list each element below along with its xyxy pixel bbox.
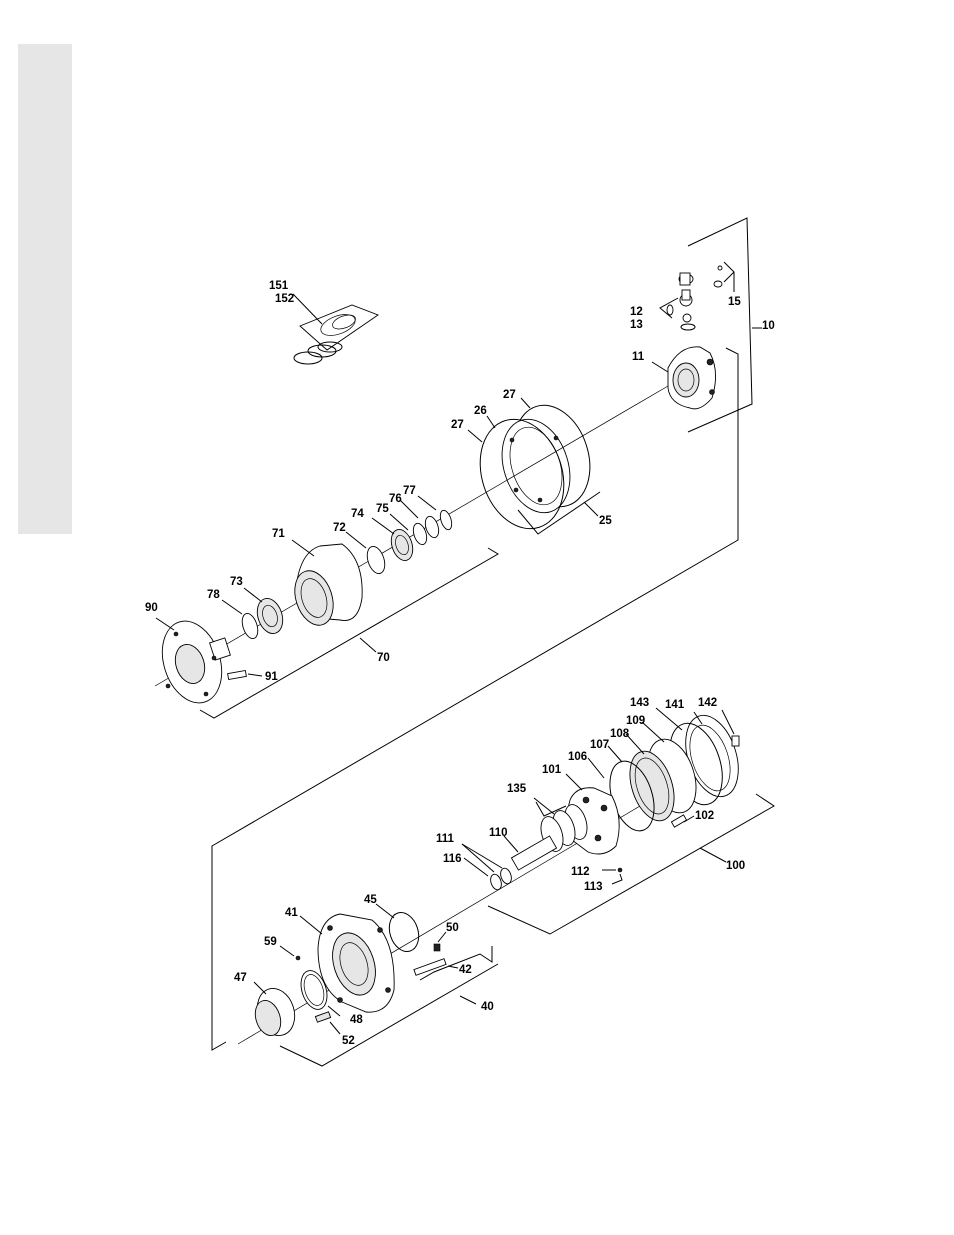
callout-13: 13 — [630, 319, 643, 331]
callout-70: 70 — [377, 652, 390, 664]
callout-151: 151 — [269, 280, 289, 292]
callout-75: 75 — [376, 503, 389, 515]
callout-113: 113 — [584, 881, 603, 893]
callout-74: 74 — [351, 508, 364, 520]
callout-27-top: 27 — [503, 389, 516, 401]
callout-101: 101 — [542, 764, 562, 776]
callout-77: 77 — [403, 485, 416, 497]
callout-26: 26 — [474, 405, 487, 417]
callout-47: 47 — [234, 972, 247, 984]
gasket-kit-151-152 — [293, 294, 378, 364]
callout-40: 40 — [481, 1001, 494, 1013]
callout-143: 143 — [630, 697, 649, 709]
callout-72: 72 — [333, 522, 346, 534]
callout-91: 91 — [265, 671, 278, 683]
callout-100: 100 — [726, 860, 745, 872]
callout-109: 109 — [626, 715, 645, 727]
callout-48: 48 — [350, 1014, 363, 1026]
callout-107: 107 — [590, 739, 609, 751]
callout-106: 106 — [568, 751, 587, 763]
callout-78: 78 — [207, 589, 220, 601]
callout-116: 116 — [443, 853, 462, 865]
callout-42: 42 — [459, 964, 472, 976]
callout-27-bottom: 27 — [451, 419, 464, 431]
callout-52: 52 — [342, 1035, 355, 1047]
callout-111: 111 — [436, 833, 455, 845]
callout-135: 135 — [507, 783, 527, 795]
callout-110: 110 — [489, 827, 508, 839]
housing-assembly-40 — [251, 904, 498, 1066]
valve-assembly-10 — [652, 218, 762, 432]
assembly-bracket-main — [212, 348, 738, 1050]
callout-45: 45 — [364, 894, 377, 906]
callout-71: 71 — [272, 528, 285, 540]
callout-11: 11 — [632, 351, 645, 363]
callout-10: 10 — [762, 320, 775, 332]
callout-12: 12 — [630, 306, 643, 318]
assembly-axis-upper — [155, 386, 668, 686]
ring-assembly-25 — [467, 395, 603, 539]
callout-112: 112 — [571, 866, 590, 878]
callout-73: 73 — [230, 576, 243, 588]
callout-15: 15 — [728, 296, 741, 308]
callout-102: 102 — [695, 810, 714, 822]
callout-141: 141 — [665, 699, 685, 711]
callout-90: 90 — [145, 602, 158, 614]
callout-76: 76 — [389, 493, 402, 505]
callout-108: 108 — [610, 728, 630, 740]
callout-59: 59 — [264, 936, 277, 948]
callout-152: 152 — [275, 293, 294, 305]
callout-41: 41 — [285, 907, 298, 919]
bearing-assembly-70 — [152, 496, 498, 718]
callout-50: 50 — [446, 922, 459, 934]
callout-142: 142 — [698, 697, 717, 709]
callout-25: 25 — [599, 515, 612, 527]
motor-assembly-100 — [462, 708, 774, 934]
